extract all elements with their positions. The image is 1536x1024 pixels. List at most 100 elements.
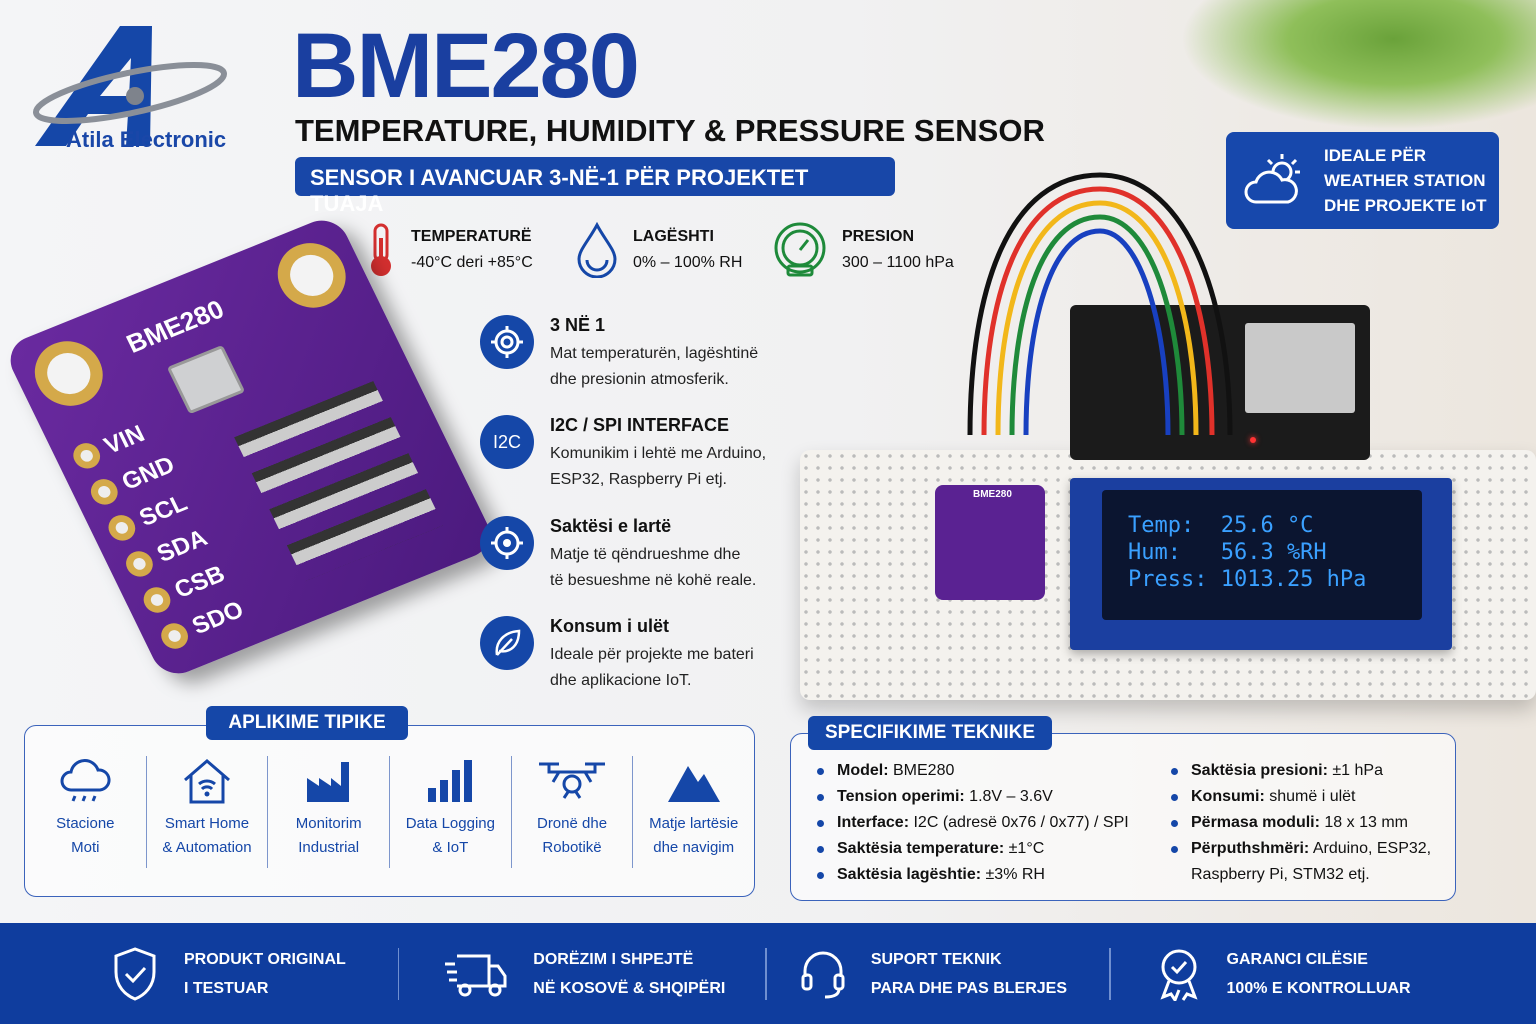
pin-label: VIN	[100, 420, 149, 460]
thermometer-icon	[371, 223, 391, 276]
feature-desc: ESP32, Raspberry Pi etj.	[550, 471, 727, 488]
feature-desc: të besueshme në kohë reale.	[550, 572, 757, 589]
feature-desc: dhe presionin atmosferik.	[550, 371, 729, 388]
weather-station-badge: IDEALE PËR WEATHER STATION DHE PROJEKTE …	[1226, 132, 1499, 229]
shield-check-icon	[114, 946, 156, 1001]
footer-text: I TESTUAR	[184, 979, 269, 997]
atila-logo	[33, 26, 227, 146]
range-title: PRESION	[842, 228, 915, 245]
product-subtitle: TEMPERATURE, HUMIDITY & PRESSURE SENSOR	[295, 113, 1045, 148]
feature-desc: Mat temperaturën, lagështinë	[550, 345, 759, 362]
feature-desc: Ideale për projekte me bateri	[550, 646, 754, 663]
smd-components	[234, 381, 444, 582]
feature-3in1: 3 NË 1 Mat temperaturën, lagështinë dhe pr…	[480, 315, 758, 393]
pin-label: SCL	[135, 489, 192, 532]
spec-item: Tension operimi: 1.8V – 3.6V	[815, 784, 1169, 810]
footer-quality: GARANCI CILËSIE 100% E KONTROLLUAR	[1157, 948, 1411, 1001]
feature-title: 3 NË 1	[550, 315, 606, 335]
range-humidity: LAGËSHTI 0% – 100% RH	[575, 222, 742, 278]
app-label: dhe navigim	[653, 839, 735, 856]
esp32-board	[1070, 305, 1370, 460]
drone-icon	[539, 762, 606, 799]
range-value: 0% – 100% RH	[633, 254, 743, 271]
app-label: Moti	[71, 839, 100, 856]
mountain-icon	[667, 766, 720, 802]
feature-title: I2C / SPI INTERFACE	[550, 415, 730, 435]
specs-panel: Model: BME280 Tension operimi: 1.8V – 3.…	[790, 733, 1456, 901]
divider	[1109, 947, 1111, 1000]
bme280-pcb: BME280 VIN GND SCL SDA CSB SDO	[1, 212, 499, 682]
footer-text: NË KOSOVË & SHQIPËRI	[533, 979, 726, 997]
footer-support: SUPORT TEKNIK PARA DHE PAS BLERJES	[801, 948, 1067, 1000]
i2c-chip-icon: I2C	[480, 415, 534, 469]
footer-original: PRODUKT ORIGINAL I TESTUAR	[112, 946, 346, 1001]
app-data-logging: Data Logging & IoT	[390, 756, 512, 868]
footer-text: PARA DHE PAS BLERJES	[870, 979, 1068, 997]
range-title: TEMPERATURË	[411, 228, 532, 245]
spec-item: Konsumi: shumë i ulët	[1169, 784, 1431, 810]
jumper-wires	[967, 172, 1233, 436]
feature-desc: Komunikim i lehtë me Arduino,	[550, 445, 767, 462]
footer-text: SUPORT TEKNIK	[870, 950, 1002, 968]
spec-item: Saktësia temperature: ±1°C	[815, 836, 1169, 862]
applications-label: APLIKIME TIPIKE	[206, 706, 408, 740]
badge-line: IDEALE PËR	[1324, 146, 1427, 165]
feature-title: Konsum i ulët	[550, 616, 670, 636]
spec-item: Interface: I2C (adresë 0x76 / 0x77) / SP…	[815, 810, 1169, 836]
rain-cloud-icon	[60, 759, 111, 802]
lcd-line: Temp: 25.6 °C	[1128, 513, 1314, 538]
bme280-module-small: BME280	[935, 485, 1045, 600]
app-label: & IoT	[432, 839, 469, 856]
spec-item: Model: BME280	[815, 758, 1169, 784]
specs-label: SPECIFIKIME TEKNIKE	[808, 716, 1052, 750]
spec-item: Saktësia lagështie: ±3% RH	[815, 862, 1169, 888]
factory-icon	[306, 762, 349, 802]
leaf-icon	[495, 629, 521, 656]
delivery-truck-icon	[445, 954, 507, 996]
footer-text: GARANCI CILËSIE	[1226, 950, 1368, 968]
spec-item: Përputhshmëri: Arduino, ESP32,	[1169, 836, 1431, 862]
range-title: LAGËSHTI	[633, 228, 714, 245]
footer-text: 100% E KONTROLLUAR	[1226, 979, 1411, 997]
range-value: -40°C deri +85°C	[411, 254, 533, 271]
weather-cloud-sun-icon	[1244, 154, 1300, 204]
feature-interface: I2C I2C / SPI INTERFACE Komunikim i lehtë…	[480, 415, 766, 493]
pin-label: SDO	[187, 596, 249, 640]
divider	[397, 947, 400, 1000]
lcd-line: Hum: 56.3 %RH	[1128, 540, 1327, 565]
pin-label: CSB	[170, 560, 230, 604]
footer-text: PRODUKT ORIGINAL	[184, 950, 346, 968]
lcd-line: Press: 1013.25 hPa	[1128, 567, 1367, 592]
bar-chart-icon	[428, 760, 473, 802]
footer-text: DORËZIM I SHPEJTË	[533, 950, 694, 968]
sensor-target-icon	[491, 326, 523, 358]
spec-item: Saktësia presioni: ±1 hPa	[1169, 758, 1431, 784]
badge-line: DHE PROJEKTE IoT	[1324, 196, 1487, 215]
pin-label: SDA	[152, 524, 212, 568]
crosshair-icon	[491, 527, 523, 559]
pcb-label-small: BME280	[973, 489, 1012, 500]
quality-badge-icon	[1159, 949, 1198, 1001]
badge-line: WEATHER STATION	[1324, 171, 1486, 190]
headset-icon	[801, 951, 845, 998]
divider	[765, 947, 767, 1000]
feature-desc: Matje të qëndrueshme dhe	[550, 546, 741, 563]
plant-decoration	[1180, 0, 1536, 130]
app-label: Data Logging	[405, 815, 495, 832]
brand-name: Atila Electronic	[66, 127, 227, 152]
app-label: Matje lartësie	[649, 815, 739, 832]
app-label: Industrial	[298, 839, 360, 856]
smart-home-icon	[184, 759, 230, 804]
gauge-icon	[774, 222, 826, 277]
spec-item-continued: Raspberry Pi, STM32 etj.	[1191, 866, 1370, 883]
app-label: Robotikë	[542, 839, 602, 856]
range-temperature: TEMPERATURË -40°C deri +85°C	[365, 222, 533, 278]
app-label: Stacione	[56, 815, 115, 832]
specs-right: Saktësia presioni: ±1 hPa Konsumi: shumë…	[1169, 758, 1431, 900]
app-smart-home: Smart Home& Automation	[147, 756, 269, 868]
app-label: Monitorim	[295, 815, 362, 832]
